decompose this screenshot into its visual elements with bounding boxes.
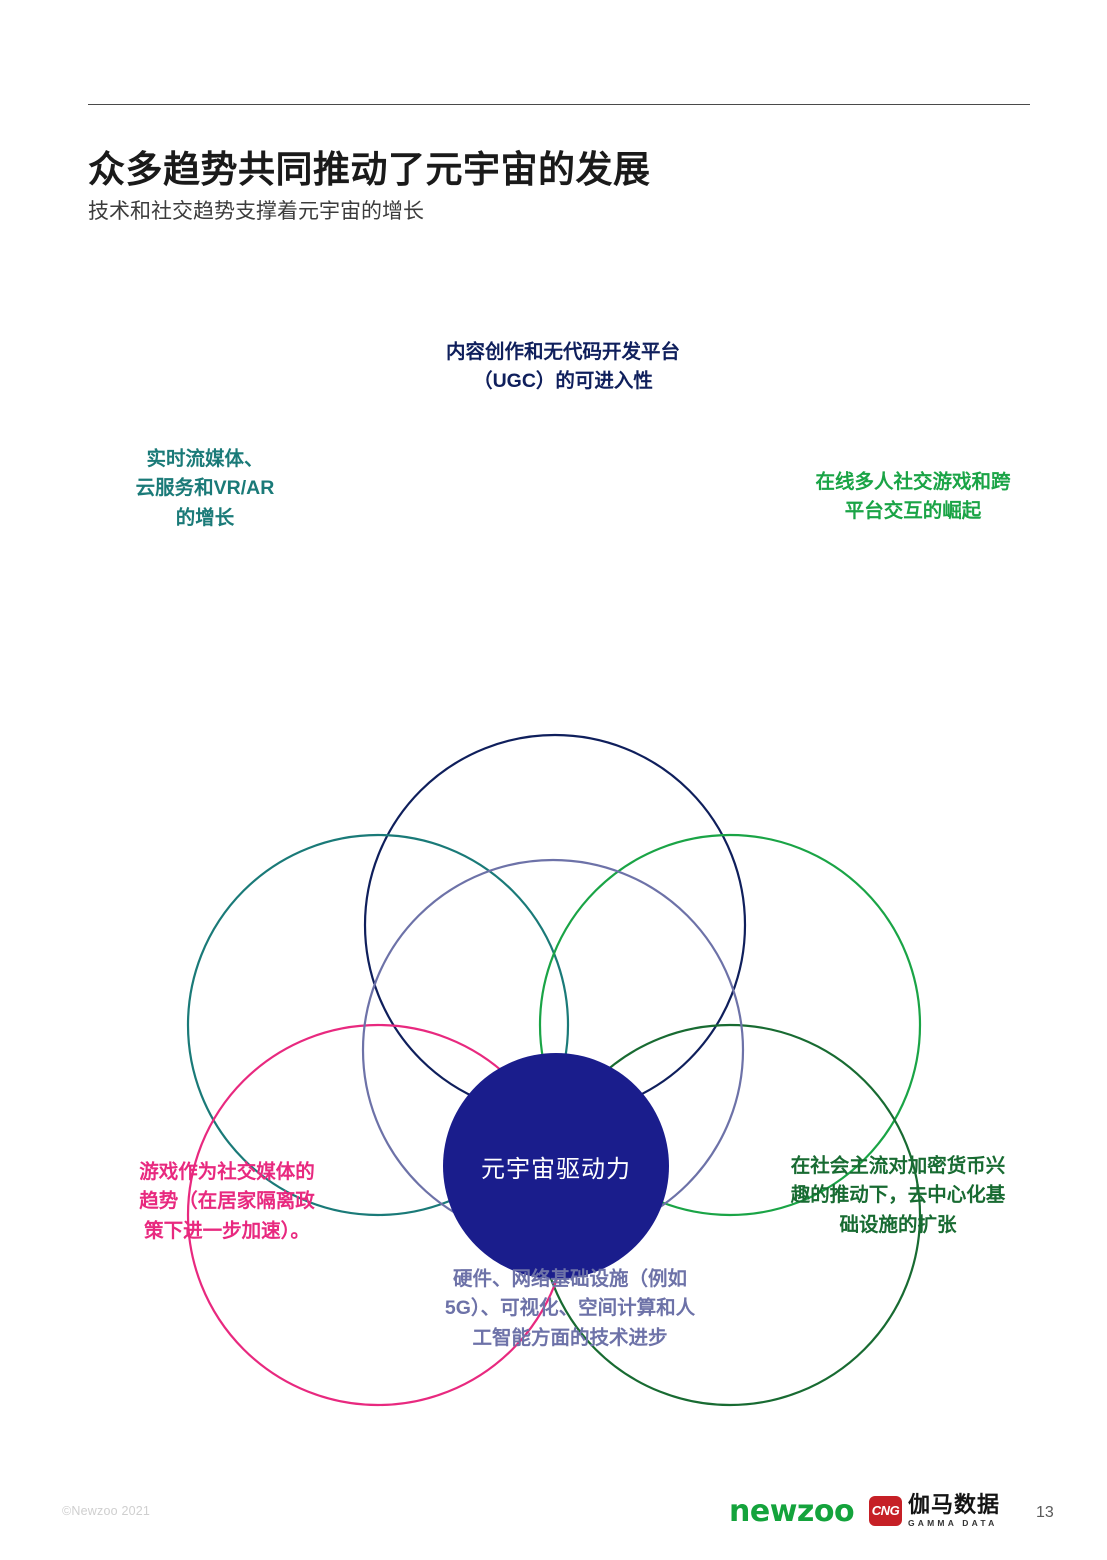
cng-badge-label: CNG	[871, 1503, 900, 1519]
venn-label-crypto: 在社会主流对加密货币兴 趣的推动下，去中心化基 础设施的扩张	[790, 1155, 1006, 1236]
newzoo-logo: newzoo	[729, 1494, 855, 1529]
venn-center-hub: 元宇宙驱动力	[443, 1053, 669, 1279]
header-divider	[88, 104, 1030, 105]
venn-label-streaming: 实时流媒体、 云服务和VR/AR 的增长	[135, 448, 275, 529]
gamma-data-logo: CNG 伽马数据 GAMMA DATA	[869, 1494, 1000, 1528]
venn-label-ugc: 内容创作和无代码开发平台 （UGC）的可进入性	[445, 341, 680, 393]
page-subtitle: 技术和社交趋势支撑着元宇宙的增长	[88, 200, 424, 223]
page-number: 13	[1036, 1504, 1054, 1521]
gamma-name-en: GAMMA DATA	[908, 1518, 998, 1528]
venn-label-hardware: 硬件、网络基础设施（例如 5G）、可视化、空间计算和人 工智能方面的技术进步	[444, 1268, 696, 1349]
copyright-notice: ©Newzoo 2021	[62, 1504, 151, 1518]
gamma-logo-text: 伽马数据 GAMMA DATA	[908, 1494, 1000, 1528]
venn-label-gaming-social: 游戏作为社交媒体的 趋势（在居家隔离政 策下进一步加速）。	[139, 1161, 315, 1242]
page-title: 众多趋势共同推动了元宇宙的发展	[88, 148, 651, 190]
venn-center-hub-label: 元宇宙驱动力	[481, 1155, 631, 1183]
venn-diagram: 元宇宙驱动力 内容创作和无代码开发平台 （UGC）的可进入性 实时流媒体、 云服…	[0, 320, 1107, 1420]
venn-label-multiplayer: 在线多人社交游戏和跨 平台交互的崛起	[815, 471, 1011, 523]
page-footer: ©Newzoo 2021 newzoo CNG 伽马数据 GAMMA DATA …	[0, 1485, 1107, 1545]
gamma-name-cn: 伽马数据	[908, 1492, 1001, 1517]
venn-circle-multiplayer	[538, 833, 922, 1217]
cng-badge-icon: CNG	[869, 1495, 902, 1526]
venn-circle-streaming	[186, 833, 570, 1217]
